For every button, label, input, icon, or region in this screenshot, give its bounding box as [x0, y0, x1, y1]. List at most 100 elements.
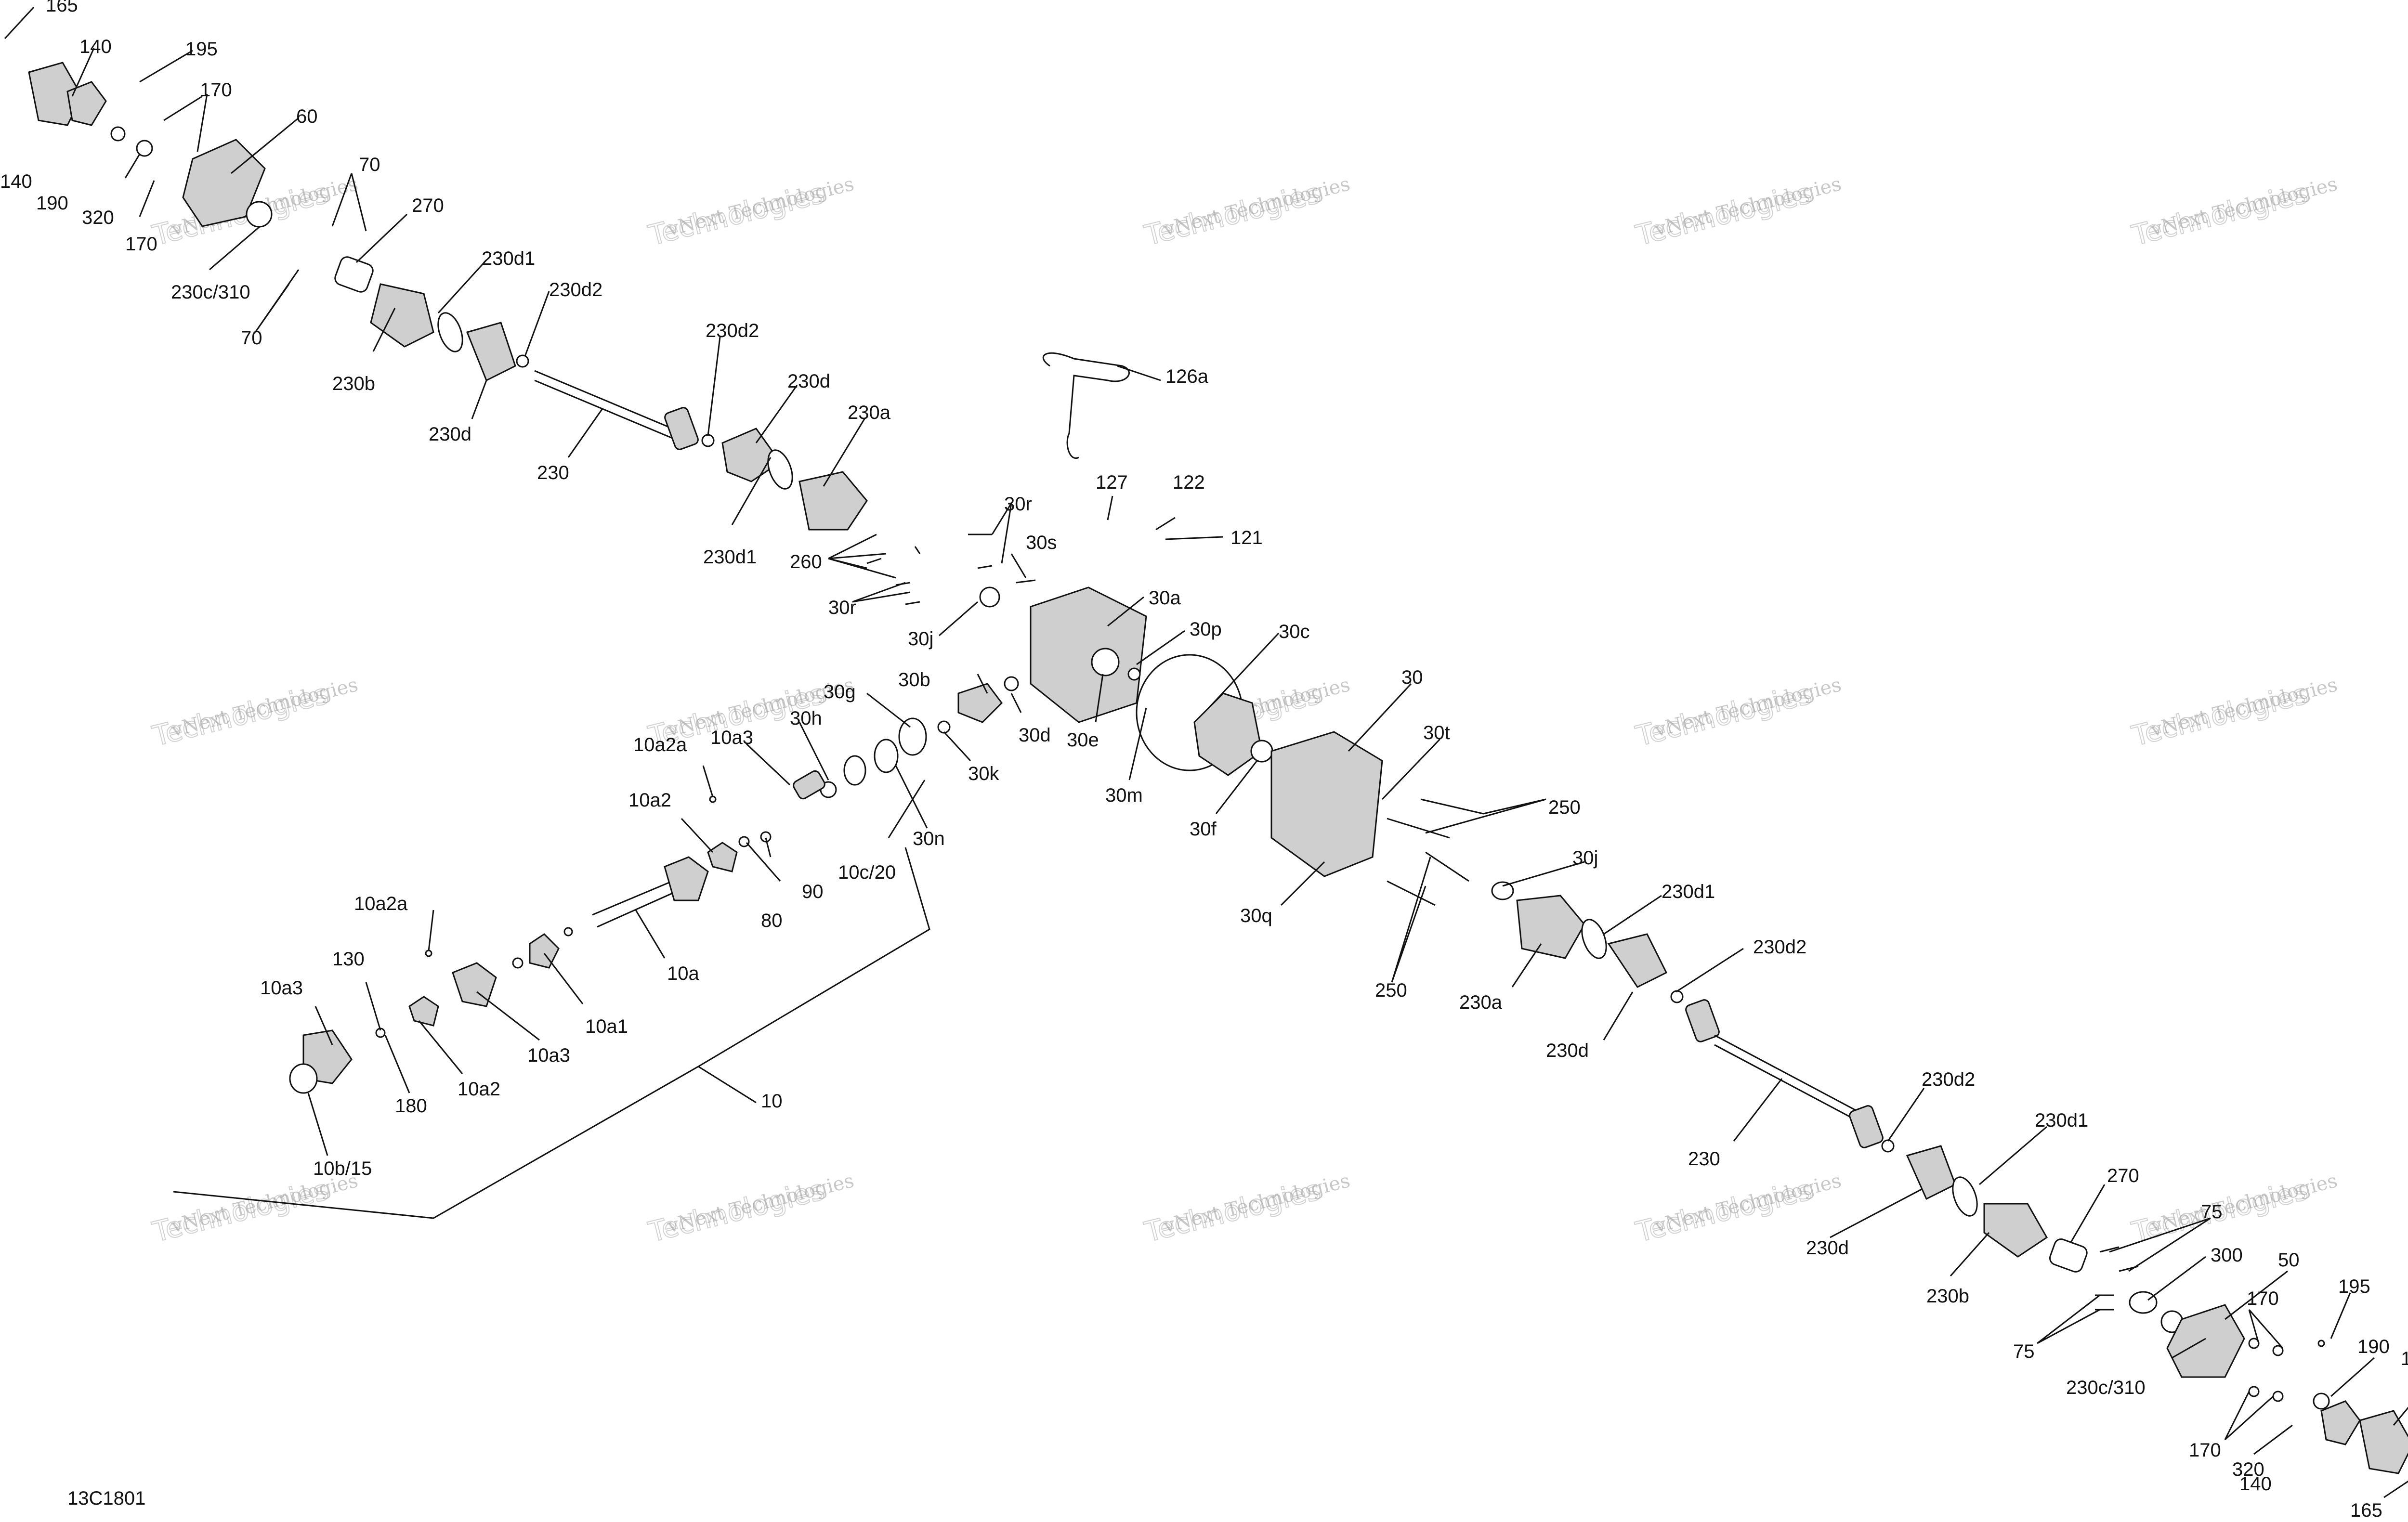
- callout-190: 190: [2357, 1336, 2390, 1357]
- boot-part: [466, 322, 516, 382]
- clip-part: [563, 927, 573, 937]
- callout-10a3: 10a3: [260, 977, 303, 999]
- nut-part: [2272, 1391, 2284, 1402]
- watermark: vNext Technologies: [1652, 674, 1844, 741]
- clamp-small-part: [1881, 1139, 1895, 1153]
- seal-part: [979, 586, 1000, 608]
- spacer-part: [1004, 676, 1019, 691]
- watermark: vNext Technologies: [1161, 173, 1352, 241]
- callout-30s: 30s: [1026, 532, 1057, 553]
- callout-30d: 30d: [1019, 725, 1051, 746]
- grease-fitting-part: [425, 950, 432, 957]
- callout-70: 70: [241, 327, 262, 349]
- callout-30r: 30r: [1004, 494, 1032, 515]
- callout-30t: 30t: [1423, 722, 1450, 743]
- washer-part: [2313, 1392, 2330, 1410]
- watermark: vNext Technologies: [665, 1170, 856, 1237]
- callout-230d: 230d: [1546, 1040, 1589, 1061]
- splined-end-part: [1849, 1105, 1884, 1148]
- studs-part: [1387, 798, 1484, 906]
- callout-70: 70: [359, 154, 380, 175]
- callout-230d1: 230d1: [1662, 881, 1715, 902]
- seal-part: [2129, 1291, 2158, 1314]
- callout-230d: 230d: [429, 424, 471, 445]
- callout-180: 180: [395, 1095, 427, 1117]
- callout-10a2a: 10a2a: [354, 893, 408, 914]
- callout-140: 140: [79, 36, 112, 57]
- callout-230d: 230d: [1806, 1237, 1849, 1259]
- callout-80: 80: [761, 910, 783, 931]
- callout-30h: 30h: [790, 708, 822, 729]
- callout-230a: 230a: [1459, 992, 1503, 1013]
- callout-230d2: 230d2: [1922, 1069, 1975, 1090]
- diagram-code: 13C1801: [67, 1488, 145, 1509]
- callout-122: 122: [1173, 472, 1205, 493]
- callout-230d2: 230d2: [706, 320, 759, 341]
- callout-170: 170: [200, 79, 232, 101]
- callout-30n: 30n: [913, 828, 945, 849]
- callout-195: 195: [185, 39, 218, 60]
- callout-170: 170: [2189, 1440, 2221, 1461]
- bearing-part: [334, 256, 374, 293]
- cv-joint-part: [798, 471, 868, 531]
- washer-part: [760, 831, 772, 843]
- nut-part: [2248, 1386, 2260, 1397]
- callout-230b: 230b: [332, 373, 375, 394]
- drive-shaft-part: [534, 370, 684, 444]
- flange-part: [182, 139, 266, 227]
- washer-part: [136, 140, 153, 157]
- callout-230c-310: 230c/310: [2066, 1377, 2146, 1398]
- callout-10b-15: 10b/15: [313, 1158, 372, 1179]
- callout-75: 75: [2013, 1341, 2035, 1362]
- vent-hose-part: [1042, 352, 1130, 459]
- o-ring-part: [937, 720, 951, 734]
- leader-lines: [4, 6, 2408, 1498]
- callout-270: 270: [2107, 1165, 2139, 1186]
- u-joint-part: [707, 842, 738, 872]
- bearing-part: [2049, 1238, 2088, 1273]
- callout-10a2a: 10a2a: [633, 734, 687, 755]
- gearbox-housing-part: [1270, 731, 1383, 877]
- hub-nut-part: [66, 81, 107, 126]
- callout-30r: 30r: [828, 597, 856, 618]
- watermark: vNext Technologies: [2148, 1170, 2340, 1237]
- callout-230: 230: [537, 462, 569, 483]
- callout-230c-310: 230c/310: [171, 282, 250, 303]
- callout-30j: 30j: [1572, 847, 1598, 869]
- callout-165: 165: [2350, 1500, 2382, 1521]
- boot-part: [721, 428, 782, 482]
- clamp-part: [1952, 1176, 1978, 1217]
- bearing-part: [1091, 648, 1120, 676]
- callout-230d1: 230d1: [703, 546, 757, 568]
- callout-75: 75: [2201, 1201, 2223, 1223]
- clamp-part: [767, 449, 793, 490]
- grease-fitting-part: [738, 836, 750, 847]
- yoke-part: [452, 962, 497, 1007]
- hub-nut-part: [2320, 1400, 2361, 1445]
- callout-230d: 230d: [787, 371, 830, 392]
- parts: [28, 62, 2408, 1474]
- boot-part: [1906, 1145, 1956, 1200]
- callout-10c-20: 10c/20: [838, 862, 896, 883]
- pinion-part: [957, 683, 1003, 723]
- nut-part: [110, 126, 126, 142]
- bolts-part: [2095, 1246, 2139, 1311]
- callout-250: 250: [1375, 980, 1407, 1001]
- callout-320: 320: [82, 207, 114, 228]
- bolts-part: [866, 533, 1036, 605]
- bearing-part: [898, 717, 927, 756]
- callout-30j: 30j: [908, 628, 933, 650]
- callout-140: 140: [2239, 1473, 2272, 1495]
- watermark: vNext Technologies: [1652, 1170, 1844, 1237]
- watermark: vNext Technologies: [1652, 173, 1844, 241]
- callout-230d2: 230d2: [1753, 937, 1806, 958]
- callout-260: 260: [790, 551, 822, 572]
- nut-part: [2272, 1345, 2284, 1356]
- watermark: vNext Technologies: [1161, 1170, 1352, 1237]
- callout-10a3: 10a3: [710, 727, 753, 748]
- callout-10a2: 10a2: [458, 1079, 500, 1100]
- yoke-part: [664, 856, 709, 901]
- callout-230d2: 230d2: [549, 279, 602, 300]
